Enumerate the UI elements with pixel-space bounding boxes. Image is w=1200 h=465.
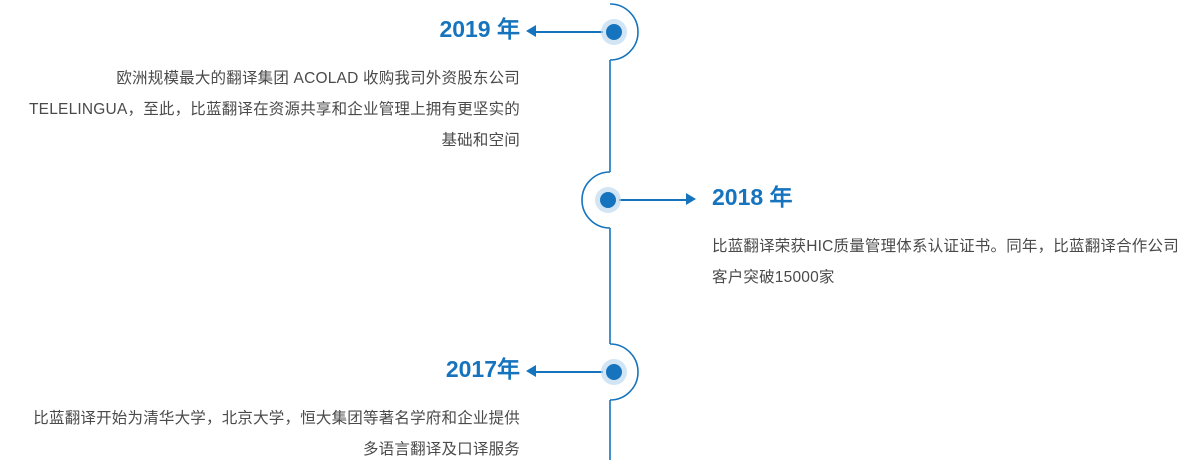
arrow-right-icon [686,193,696,205]
arrow-left-icon [526,25,536,37]
marker-dot-2018[interactable] [595,187,621,213]
event-year-2019: 2019 年 [439,16,520,42]
event-block-2019: 2019 年 欧洲规模最大的翻译集团 ACOLAD 收购我司外资股东公司TELE… [20,18,520,156]
marker-dot-2017[interactable] [601,359,627,385]
dot-core [600,192,616,208]
dot-core [606,24,622,40]
event-year-2017: 2017年 [445,356,520,382]
event-block-2018: 2018 年 比蓝翻译荣获HIC质量管理体系认证证书。同年，比蓝翻译合作公司客户… [712,186,1192,293]
event-block-2017: 2017年 比蓝翻译开始为清华大学，北京大学，恒大集团等著名学府和企业提供多语言… [20,358,520,465]
event-description-2017: 比蓝翻译开始为清华大学，北京大学，恒大集团等著名学府和企业提供多语言翻译及口译服… [33,410,520,458]
connector-line-2017 [526,365,603,377]
marker-dot-2019[interactable] [601,19,627,45]
event-year-2018: 2018 年 [712,184,793,210]
event-description-2018: 比蓝翻译荣获HIC质量管理体系认证证书。同年，比蓝翻译合作公司客户突破15000… [712,238,1179,286]
connector-line-2019 [526,25,603,37]
dot-core [606,364,622,380]
event-description-2019: 欧洲规模最大的翻译集团 ACOLAD 收购我司外资股东公司TELELINGUA，… [29,70,520,149]
connector-line-2018 [619,193,696,205]
arrow-left-icon [526,365,536,377]
